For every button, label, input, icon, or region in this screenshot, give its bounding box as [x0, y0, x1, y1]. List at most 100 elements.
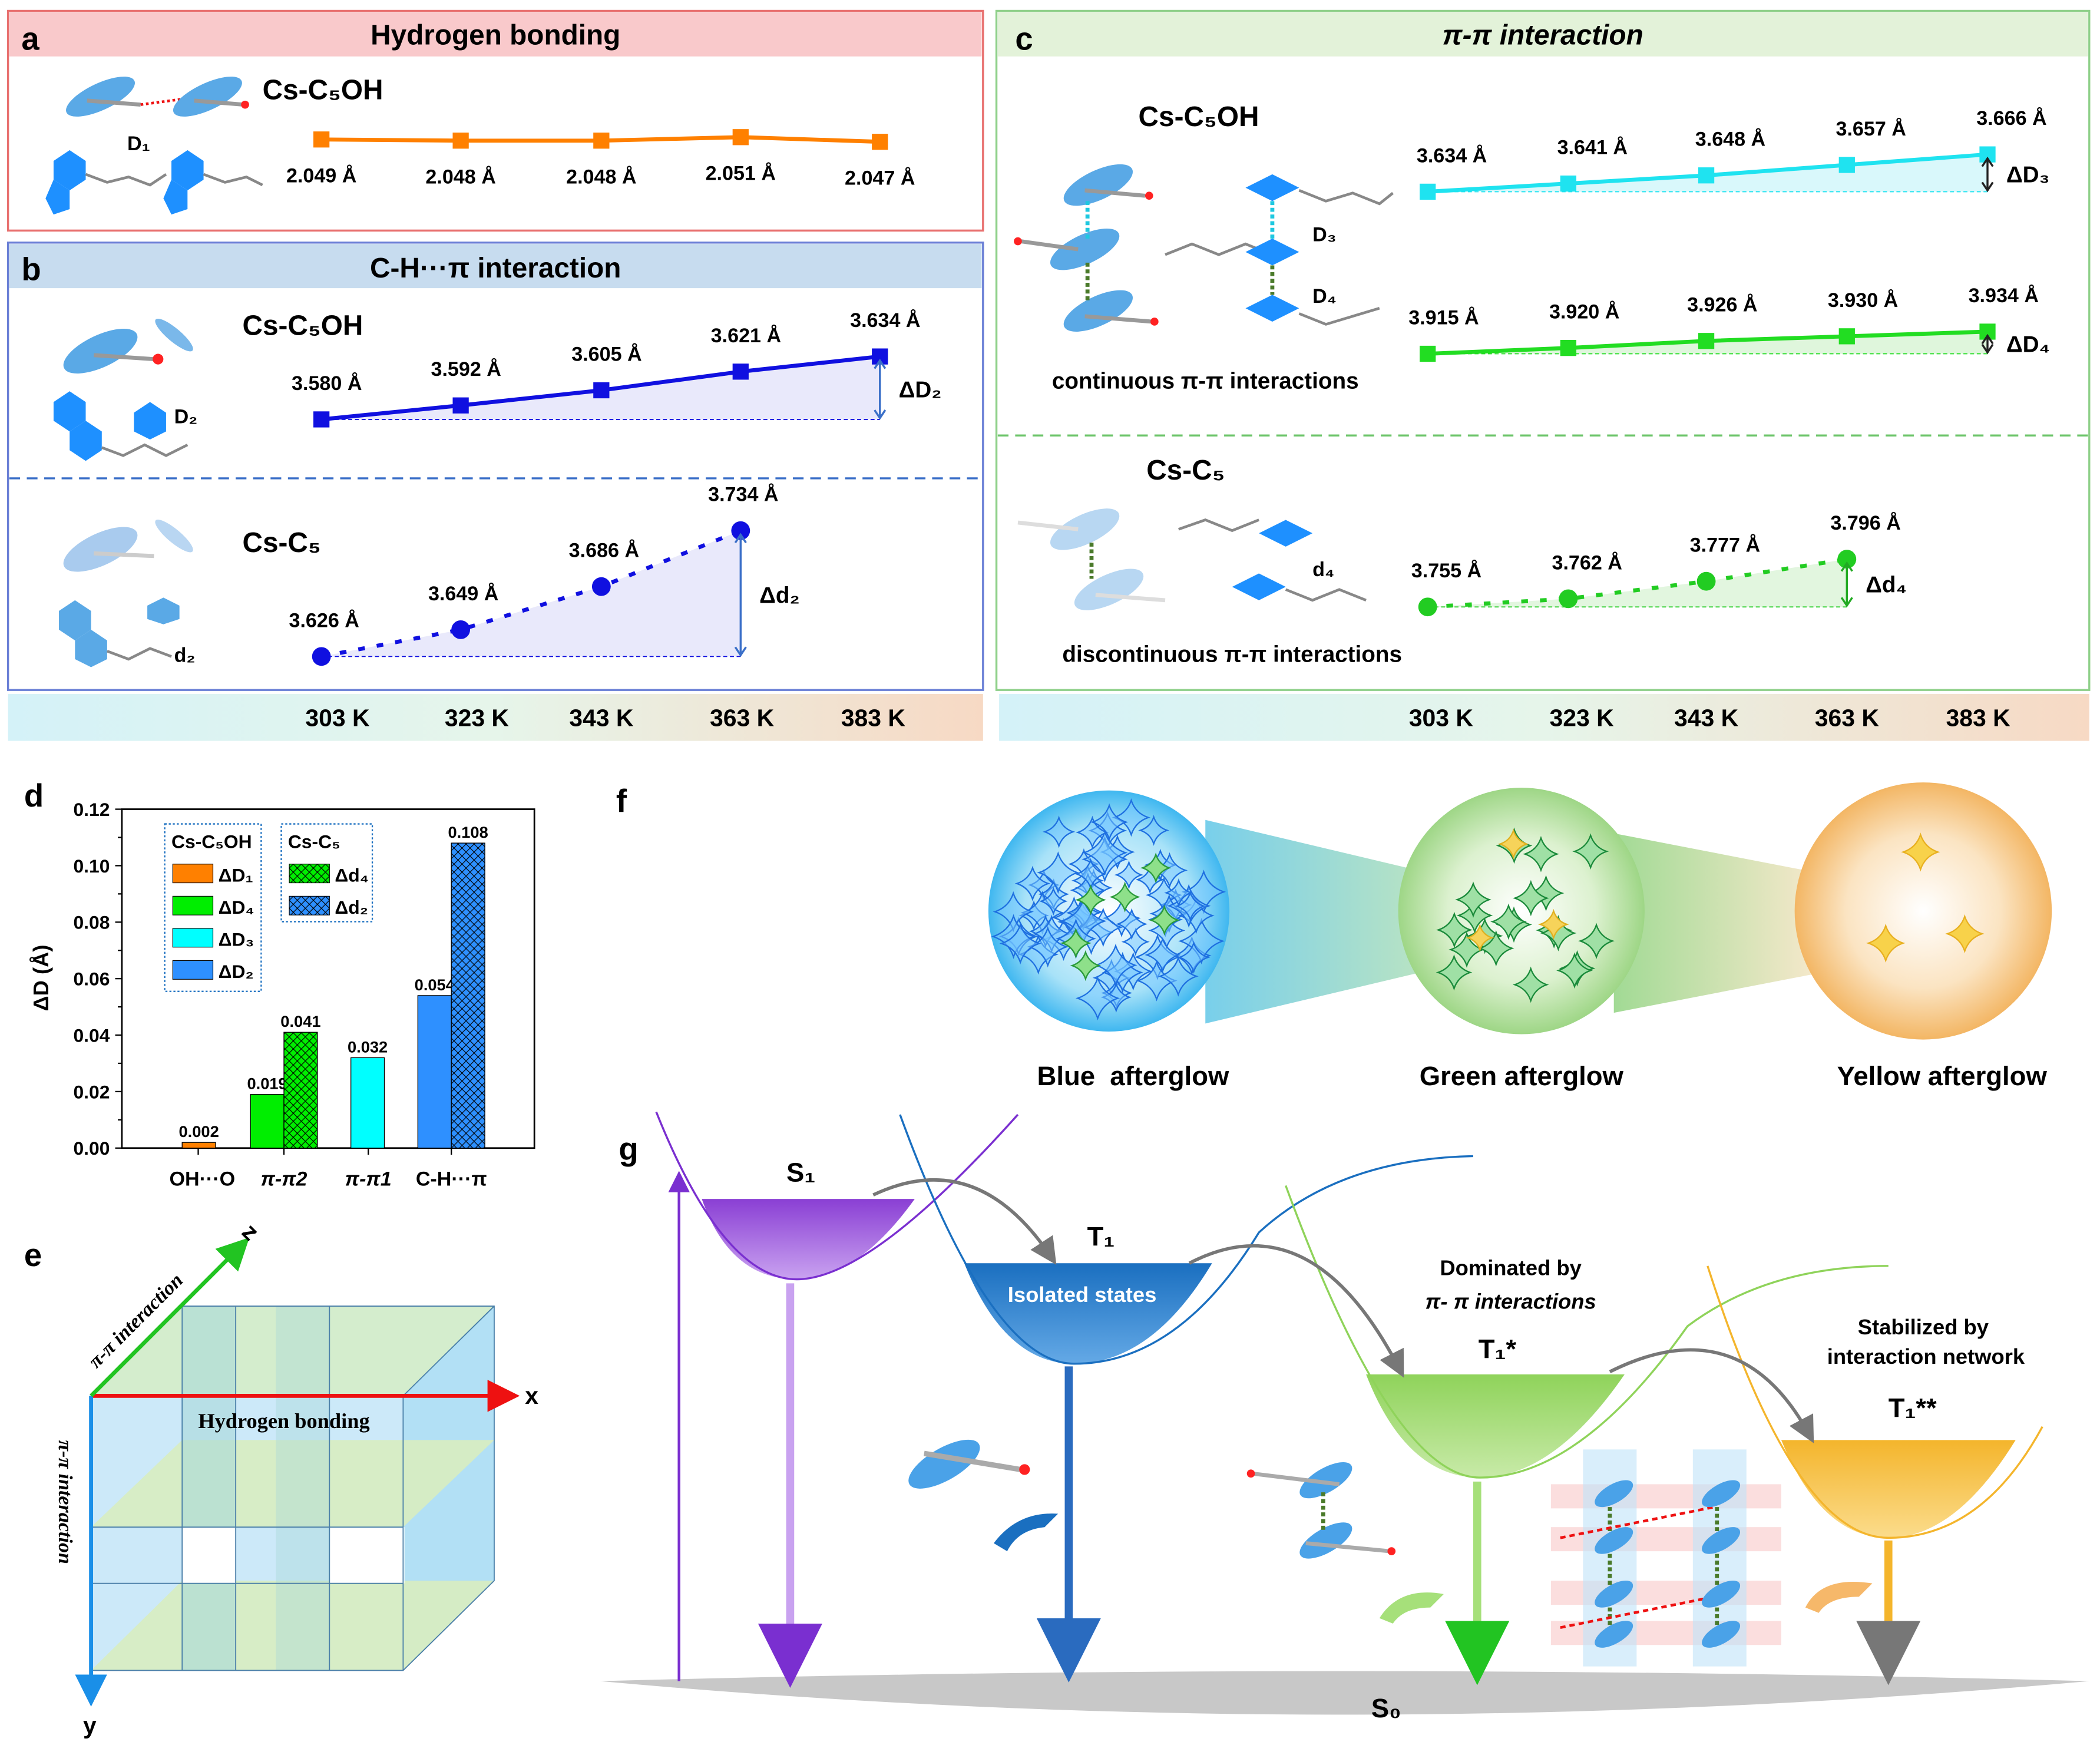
- star-icon: [1901, 832, 1940, 872]
- legend-entry: ΔD₂: [219, 961, 254, 982]
- star-icon: [1149, 904, 1180, 936]
- isolated-states-label: Isolated states: [1008, 1283, 1157, 1307]
- value-label: 2.051 Å: [706, 163, 776, 185]
- panel-g-energy-diagram: g S₀ S₁ T₁ Isolated states Dominated by …: [600, 1111, 2089, 1723]
- y-tick-label: 0.10: [73, 855, 110, 877]
- data-point: [452, 133, 469, 149]
- bar-value-label: 0.054: [415, 976, 455, 994]
- panel-c: c π-π interaction: [995, 9, 2091, 691]
- panel-e-lattice: e x y z π-π interaction π-π interaction …: [24, 1218, 538, 1739]
- value-label: 3.755 Å: [1411, 560, 1481, 582]
- isc-arrow: [1609, 1348, 1814, 1443]
- molecule-icon: [45, 77, 263, 215]
- star-icon: [1527, 875, 1565, 911]
- value-label: 3.686 Å: [569, 540, 639, 562]
- data-point: [1698, 333, 1715, 349]
- temperature-label: 363 K: [710, 705, 775, 732]
- star-icon: [1138, 815, 1169, 846]
- star-icon: [1538, 908, 1569, 940]
- beam: [1613, 833, 1822, 1013]
- z-axis-letter: z: [237, 1218, 264, 1245]
- delta-arrow-head: [874, 358, 887, 420]
- data-point: [312, 647, 331, 666]
- stabilized-label-1: Stabilized by: [1858, 1315, 1989, 1339]
- shaded-area: [321, 530, 741, 657]
- y-tick-label: 0.04: [73, 1024, 110, 1046]
- temperature-label: 323 K: [1550, 705, 1615, 732]
- y-tick-label: 0.00: [73, 1138, 110, 1159]
- star-icon: [1037, 851, 1080, 894]
- star-icon: [1116, 908, 1148, 940]
- star-icon: [1121, 927, 1150, 956]
- star-icon: [1140, 852, 1172, 884]
- value-label: 2.047 Å: [845, 167, 915, 189]
- d4-label: D₄: [1312, 285, 1337, 308]
- star-icon: [1145, 937, 1181, 973]
- star-icon: [1094, 943, 1137, 987]
- molecule-icon: [53, 318, 193, 667]
- value-label: 3.621 Å: [711, 325, 781, 347]
- legend-box: [280, 823, 373, 923]
- star-icon: [1042, 815, 1076, 848]
- star-icon: [1177, 941, 1211, 974]
- star-icon: [1523, 835, 1559, 872]
- value-label: 3.930 Å: [1828, 289, 1898, 312]
- data-point: [1698, 167, 1715, 184]
- z-axis-arrow: [90, 1237, 250, 1397]
- shaded-area: [1427, 559, 1847, 607]
- legend-swatch: [172, 895, 214, 915]
- delta-arrow-head: [734, 533, 747, 657]
- star-icon: [999, 923, 1041, 965]
- y-tick-label: 0.08: [73, 912, 110, 933]
- temperature-label: 343 K: [569, 705, 634, 732]
- data-point: [1696, 571, 1716, 591]
- star-icon: [1466, 923, 1494, 952]
- legend-hatch: [289, 896, 330, 915]
- value-label: 3.920 Å: [1549, 301, 1619, 323]
- d4-small-label: d₄: [1312, 558, 1334, 581]
- panel-f-afterglow: f Blue afterglow Green afterglow Yellow …: [616, 782, 2052, 1091]
- yellow-afterglow-label: Yellow afterglow: [1837, 1061, 2048, 1091]
- delta-label: ΔD₂: [899, 377, 942, 402]
- data-point: [872, 134, 888, 150]
- legend-entry: Δd₄: [335, 864, 369, 885]
- data-point: [452, 397, 469, 414]
- panel-a-compound: Cs-C₅OH: [263, 75, 383, 106]
- discontinuous-caption: discontinuous π-π interactions: [1062, 642, 1402, 667]
- x-tick-label: π-π1: [345, 1168, 392, 1190]
- star-icon: [1039, 887, 1068, 916]
- molecule-icon: [908, 1439, 1873, 1667]
- temperature-label: 323 K: [445, 705, 510, 732]
- temperature-label: 383 K: [1946, 705, 2011, 732]
- star-icon: [1436, 954, 1473, 991]
- panel-a-title: Hydrogen bonding: [371, 19, 620, 51]
- legend-entry: Δd₂: [335, 897, 368, 918]
- y-axis-label-e: π-π interaction: [54, 1440, 76, 1564]
- panel-label-f: f: [616, 783, 627, 819]
- stabilized-label-2: interaction network: [1827, 1344, 2025, 1369]
- value-label: 3.634 Å: [850, 309, 920, 332]
- delta-label: Δd₂: [759, 583, 800, 608]
- continuous-caption: continuous π-π interactions: [1052, 369, 1359, 394]
- star-icon: [1512, 966, 1549, 1003]
- star-icon: [1158, 956, 1199, 997]
- value-label: 3.762 Å: [1552, 551, 1622, 574]
- temperature-label: 343 K: [1674, 705, 1739, 732]
- star-icon: [1448, 931, 1485, 968]
- d2-label: D₂: [174, 406, 198, 428]
- green-afterglow-label: Green afterglow: [1420, 1061, 1624, 1091]
- temperature-label: 303 K: [1409, 705, 1474, 732]
- bar-hatch: [451, 843, 485, 1148]
- y-axis-label: ΔD (Å): [29, 945, 53, 1012]
- data-point: [732, 363, 749, 380]
- value-label: 3.666 Å: [1976, 107, 2046, 130]
- data-point: [731, 521, 750, 540]
- value-label: 3.657 Å: [1836, 118, 1906, 140]
- value-label: 2.048 Å: [566, 166, 636, 188]
- blue-afterglow-label: Blue afterglow: [1037, 1061, 1230, 1091]
